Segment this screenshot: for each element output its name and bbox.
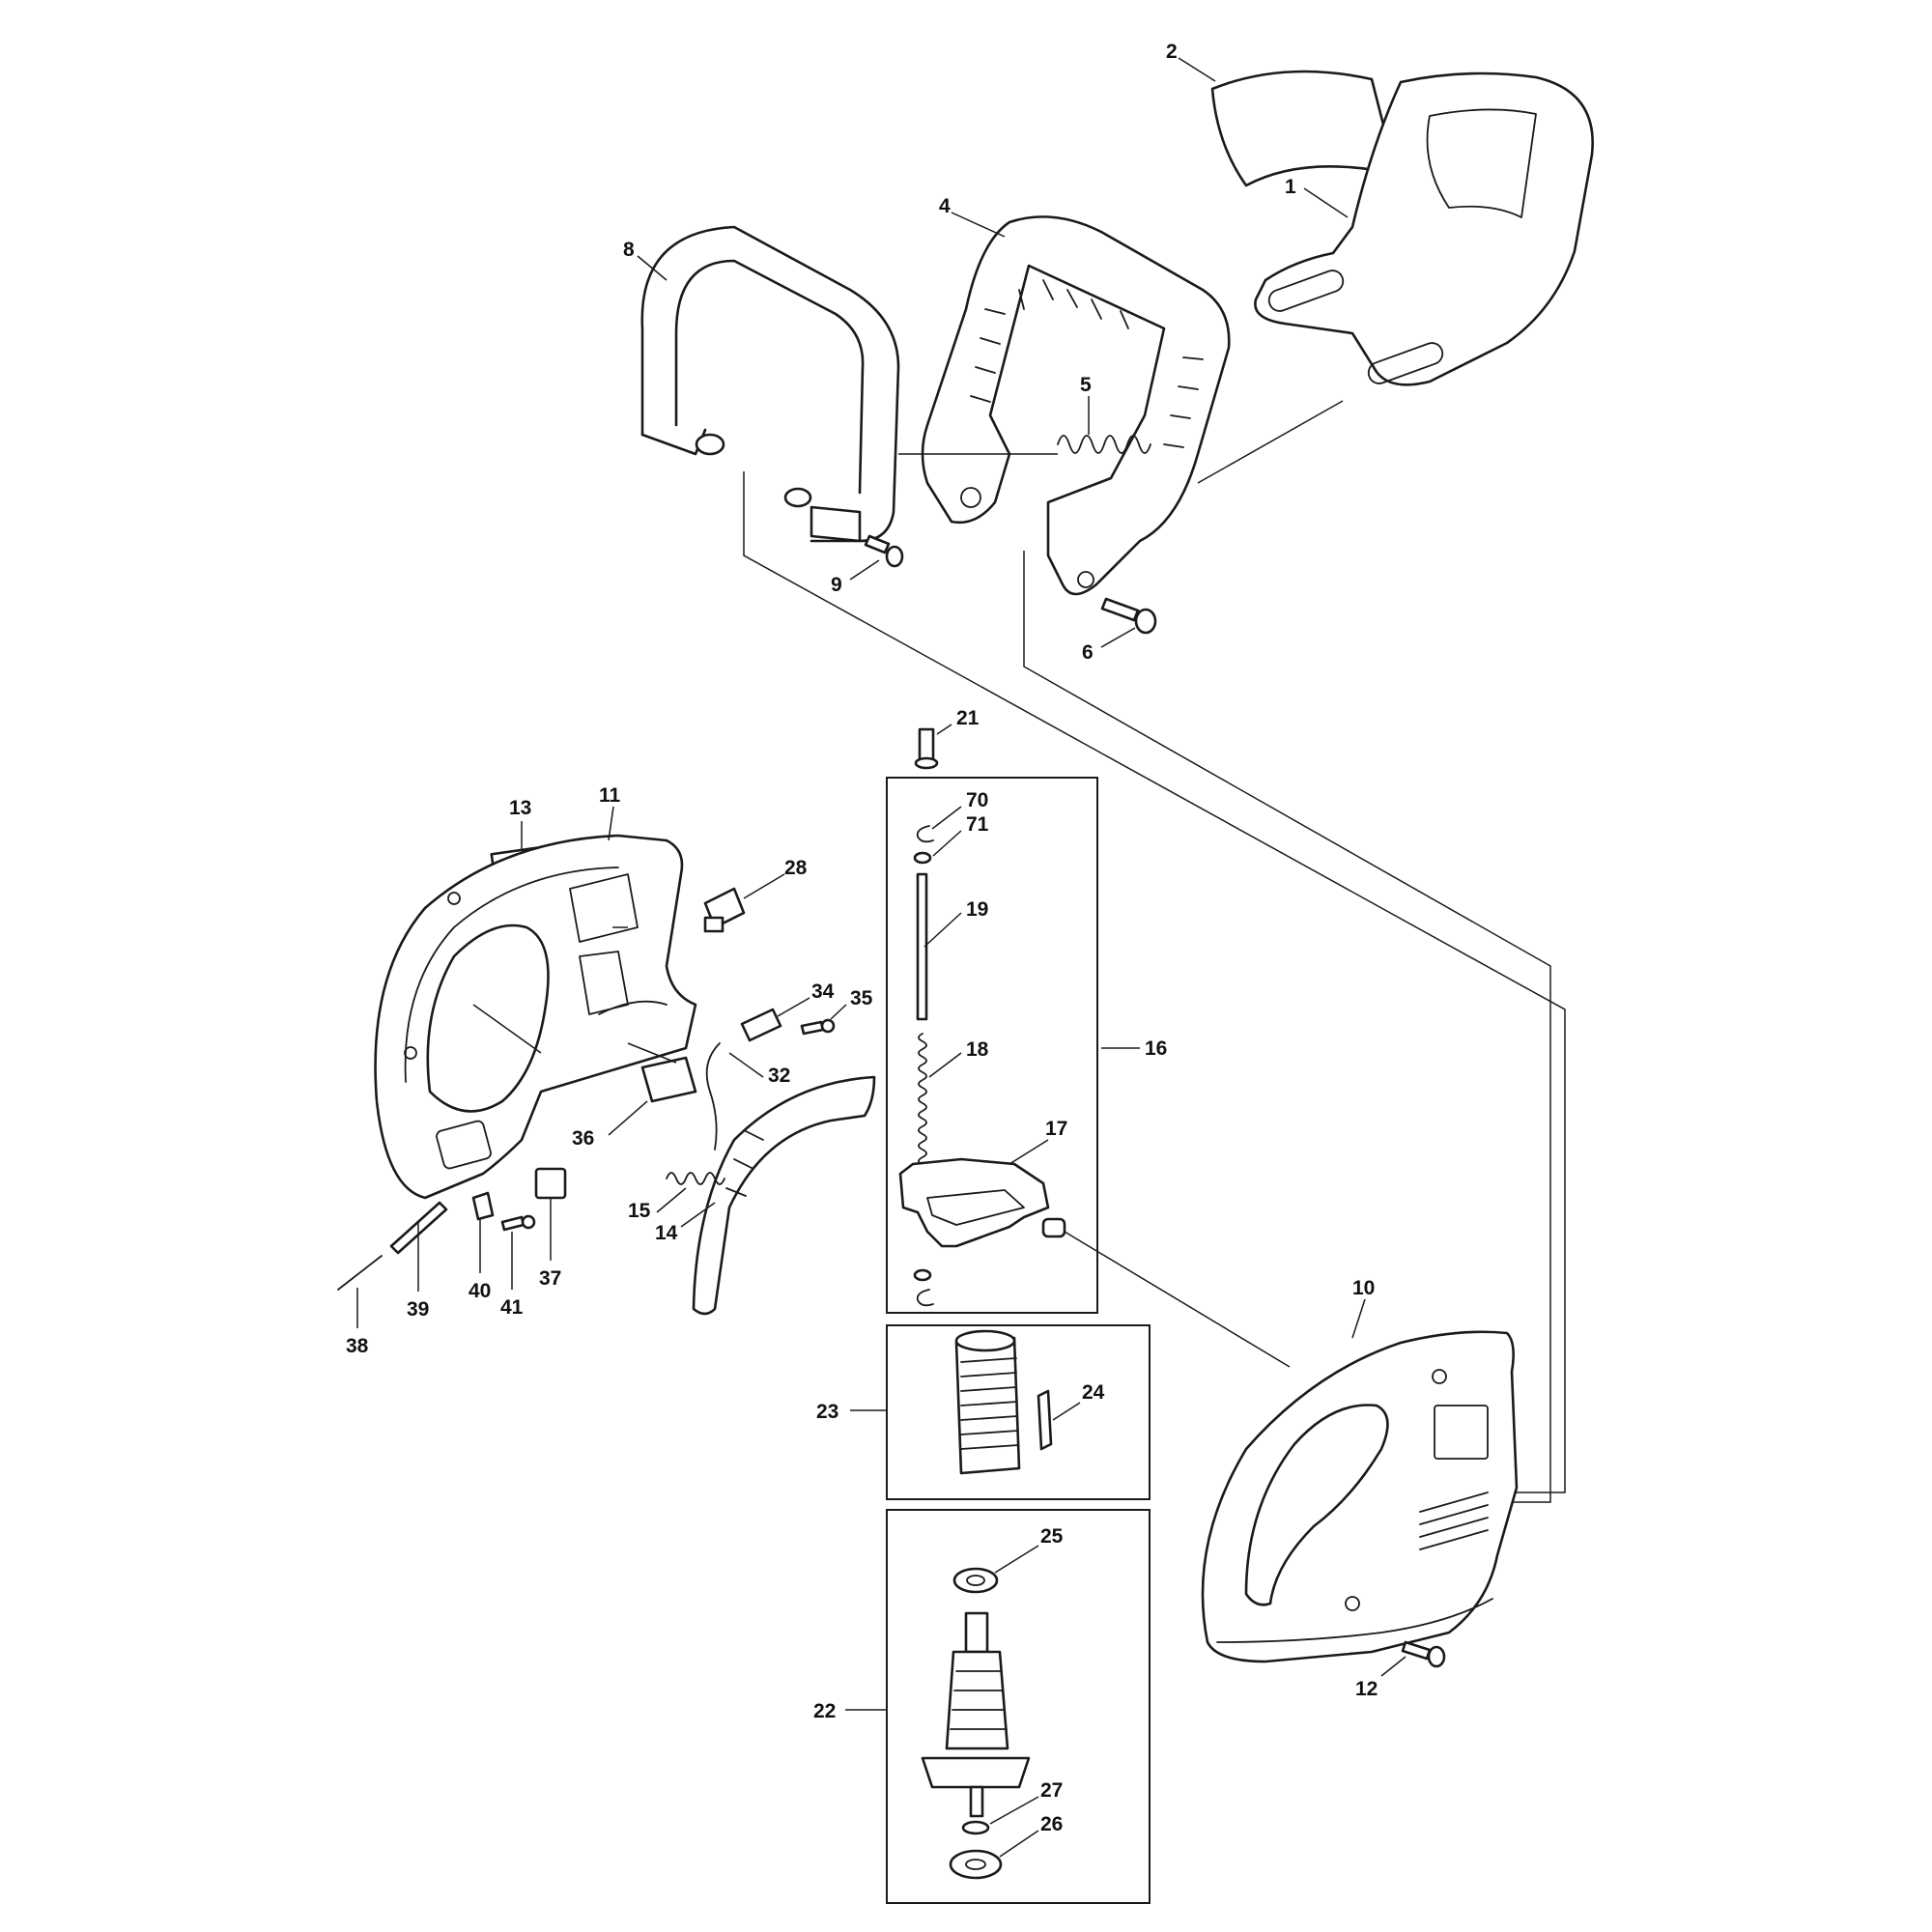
callout-14: 14 (655, 1222, 678, 1244)
callout-15: 15 (628, 1200, 651, 1222)
part-71-washer[interactable] (913, 851, 932, 865)
part-27-washer[interactable] (961, 1820, 990, 1835)
callout-2: 2 (1166, 41, 1178, 63)
part-17-bracket[interactable] (898, 1157, 1066, 1248)
part-21-pin[interactable] (914, 727, 939, 770)
callout-37: 37 (539, 1267, 561, 1290)
callout-25: 25 (1040, 1525, 1064, 1548)
callout-28: 28 (784, 857, 808, 879)
callout-35: 35 (850, 987, 873, 1009)
callout-10: 10 (1352, 1277, 1375, 1299)
part-12-screw[interactable] (1401, 1640, 1446, 1668)
callout-17: 17 (1045, 1118, 1067, 1140)
callout-27: 27 (1040, 1779, 1063, 1802)
callout-22: 22 (813, 1700, 836, 1722)
part-25-bearing[interactable] (952, 1567, 999, 1594)
callout-6: 6 (1082, 641, 1094, 664)
callout-13: 13 (509, 797, 531, 819)
callout-4: 4 (939, 195, 951, 217)
callout-38: 38 (346, 1335, 369, 1357)
part-4-handle-frame[interactable] (921, 215, 1231, 596)
part-8-front-handle[interactable] (640, 225, 900, 543)
callout-23: 23 (816, 1401, 838, 1423)
part-41-screw[interactable] (500, 1214, 536, 1232)
callout-18: 18 (966, 1038, 989, 1061)
part-6-screw[interactable] (1100, 597, 1157, 635)
group-22-box (886, 1509, 1151, 1904)
part-24-terminal-clip[interactable] (1037, 1389, 1053, 1451)
part-19-shaft[interactable] (916, 872, 928, 1021)
callout-24: 24 (1082, 1381, 1105, 1404)
part-15-spring[interactable] (666, 1172, 725, 1185)
part-9-screw[interactable] (864, 534, 904, 568)
group-23-box (886, 1324, 1151, 1500)
callout-8: 8 (623, 239, 635, 261)
part-18-spring[interactable] (918, 1033, 927, 1166)
callout-16: 16 (1145, 1037, 1167, 1060)
callout-70: 70 (966, 789, 988, 811)
callout-1: 1 (1285, 176, 1296, 198)
part-2-grip-pad[interactable] (1210, 70, 1398, 187)
callout-leaders (356, 57, 1406, 1858)
part-1-handle-cover[interactable] (1254, 71, 1594, 386)
callout-26: 26 (1040, 1813, 1063, 1835)
part-38-cord[interactable] (337, 1255, 383, 1291)
part-70-e-ring[interactable] (916, 825, 934, 843)
callout-36: 36 (572, 1127, 594, 1150)
part-16-lower-washer[interactable] (913, 1268, 934, 1307)
callout-11: 11 (599, 784, 621, 807)
part-11-housing-half[interactable] (374, 834, 697, 1200)
part-35-screw[interactable] (800, 1018, 836, 1036)
part-23-field-coil[interactable] (954, 1329, 1021, 1475)
callout-19: 19 (966, 898, 988, 921)
callout-21: 21 (956, 707, 980, 729)
part-34-switch[interactable] (740, 1008, 782, 1042)
callout-9: 9 (831, 574, 842, 596)
part-37-terminal[interactable] (534, 1167, 567, 1200)
callout-5: 5 (1080, 374, 1092, 396)
callout-34: 34 (811, 980, 835, 1003)
part-40-cord-clamp[interactable] (471, 1191, 495, 1221)
callout-40: 40 (469, 1280, 491, 1302)
callout-41: 41 (500, 1296, 524, 1319)
part-5-spring[interactable] (1057, 435, 1151, 454)
part-10-housing-half[interactable] (1201, 1330, 1519, 1663)
callout-12: 12 (1355, 1678, 1378, 1700)
callout-71: 71 (966, 813, 989, 836)
callout-32: 32 (768, 1065, 790, 1087)
part-28-terminal-block[interactable] (703, 887, 746, 933)
part-32-wire[interactable] (705, 1042, 721, 1151)
part-22-armature[interactable] (921, 1611, 1031, 1818)
callout-39: 39 (407, 1298, 429, 1321)
part-14-trigger-lever[interactable] (692, 1075, 876, 1316)
part-36-pad[interactable] (640, 1056, 697, 1103)
part-26-bearing[interactable] (949, 1849, 1003, 1880)
group-16-box (886, 777, 1098, 1314)
